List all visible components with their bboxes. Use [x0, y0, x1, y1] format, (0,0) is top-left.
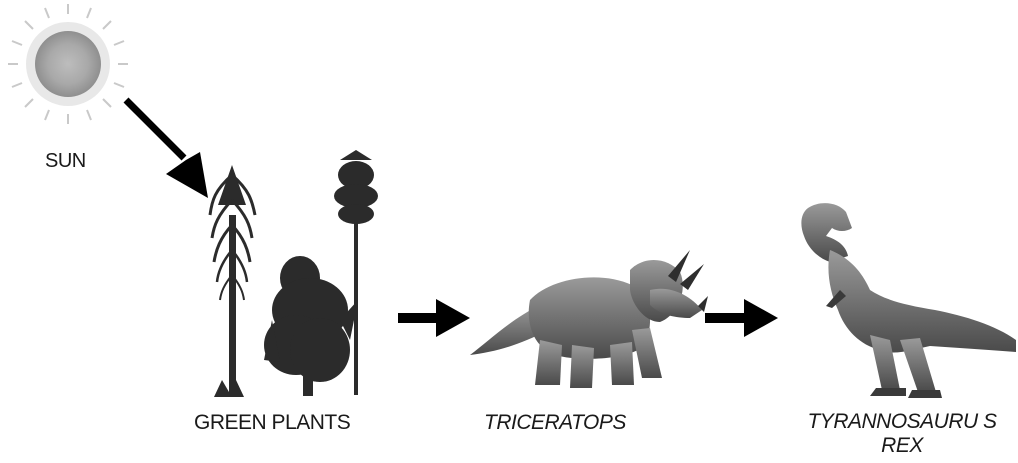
triceratops-illustration	[470, 250, 708, 388]
label-tyrannosaurus-rex: TYRANNOSAURU S REX	[795, 410, 1009, 458]
plant-bushy-middle	[264, 256, 358, 396]
arrow-triceratops-to-trex	[705, 299, 778, 337]
arrow-sun-to-plants	[126, 100, 208, 198]
label-green-plants: GREEN PLANTS	[194, 411, 350, 435]
label-triceratops: TRICERATOPS	[484, 411, 626, 435]
label-sun: SUN	[45, 150, 86, 173]
arrow-plants-to-triceratops	[398, 299, 470, 337]
tyrannosaurus-rex-illustration	[801, 203, 1016, 398]
plant-tall-left	[210, 165, 255, 397]
green-plants-illustration	[210, 150, 378, 397]
sun-icon	[8, 4, 128, 124]
